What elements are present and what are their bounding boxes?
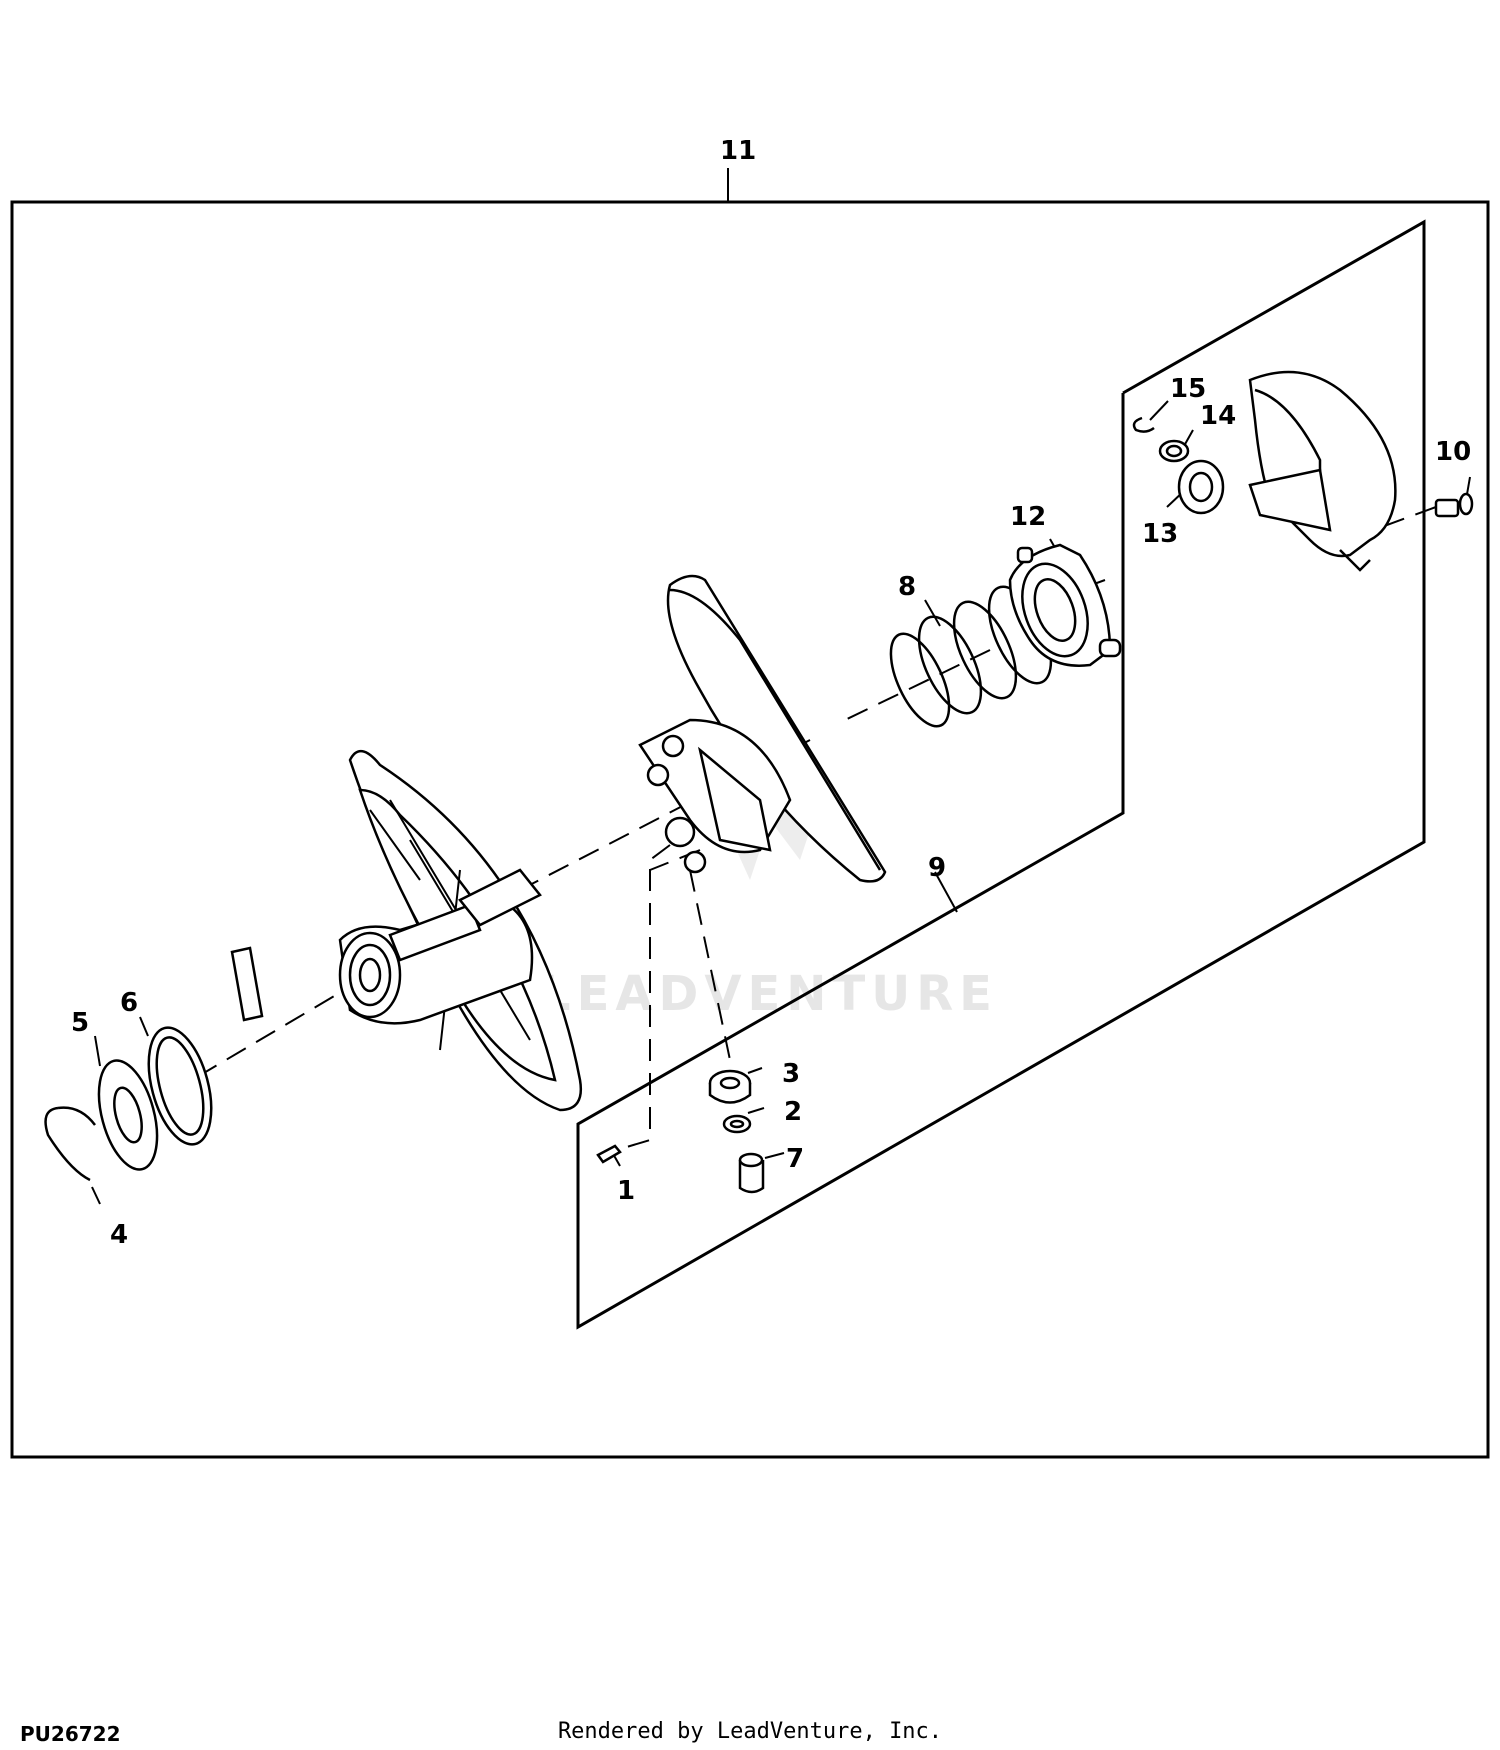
callout-10: 10 — [1435, 437, 1471, 467]
movable-sheave — [638, 574, 887, 883]
callouts: 11 9 10 12 13 14 15 8 6 5 4 1 3 2 7 — [71, 136, 1471, 1250]
bolt — [1434, 492, 1474, 518]
callout-6: 6 — [120, 988, 138, 1018]
small-parts-left — [44, 946, 264, 1182]
callout-12: 12 — [1010, 502, 1046, 532]
callout-9: 9 — [928, 853, 946, 883]
callout-15: 15 — [1170, 374, 1206, 404]
callout-3: 3 — [782, 1059, 800, 1089]
callout-7: 7 — [786, 1144, 804, 1174]
callout-13: 13 — [1142, 519, 1178, 549]
fixed-sheave — [338, 750, 583, 1112]
render-credit: Rendered by LeadVenture, Inc. — [557, 1719, 943, 1744]
spider-housing — [1008, 543, 1122, 667]
leader-lines — [91, 168, 1471, 1205]
svg-text:LEADVENTURE: LEADVENTURE — [540, 966, 998, 1022]
callout-11: 11 — [720, 136, 756, 166]
callout-8: 8 — [898, 572, 916, 602]
figure-id: PU26722 — [20, 1722, 121, 1746]
cam-cover — [1248, 370, 1397, 572]
callout-2: 2 — [784, 1097, 802, 1127]
callout-4: 4 — [110, 1220, 128, 1250]
small-parts-upper — [1132, 416, 1225, 515]
callout-1: 1 — [617, 1176, 635, 1206]
callout-14: 14 — [1200, 401, 1236, 431]
assembly-frame — [10, 200, 1490, 1459]
callout-5: 5 — [71, 1008, 89, 1038]
small-parts-lower — [596, 1069, 765, 1194]
subassembly-frame — [576, 219, 1426, 1330]
